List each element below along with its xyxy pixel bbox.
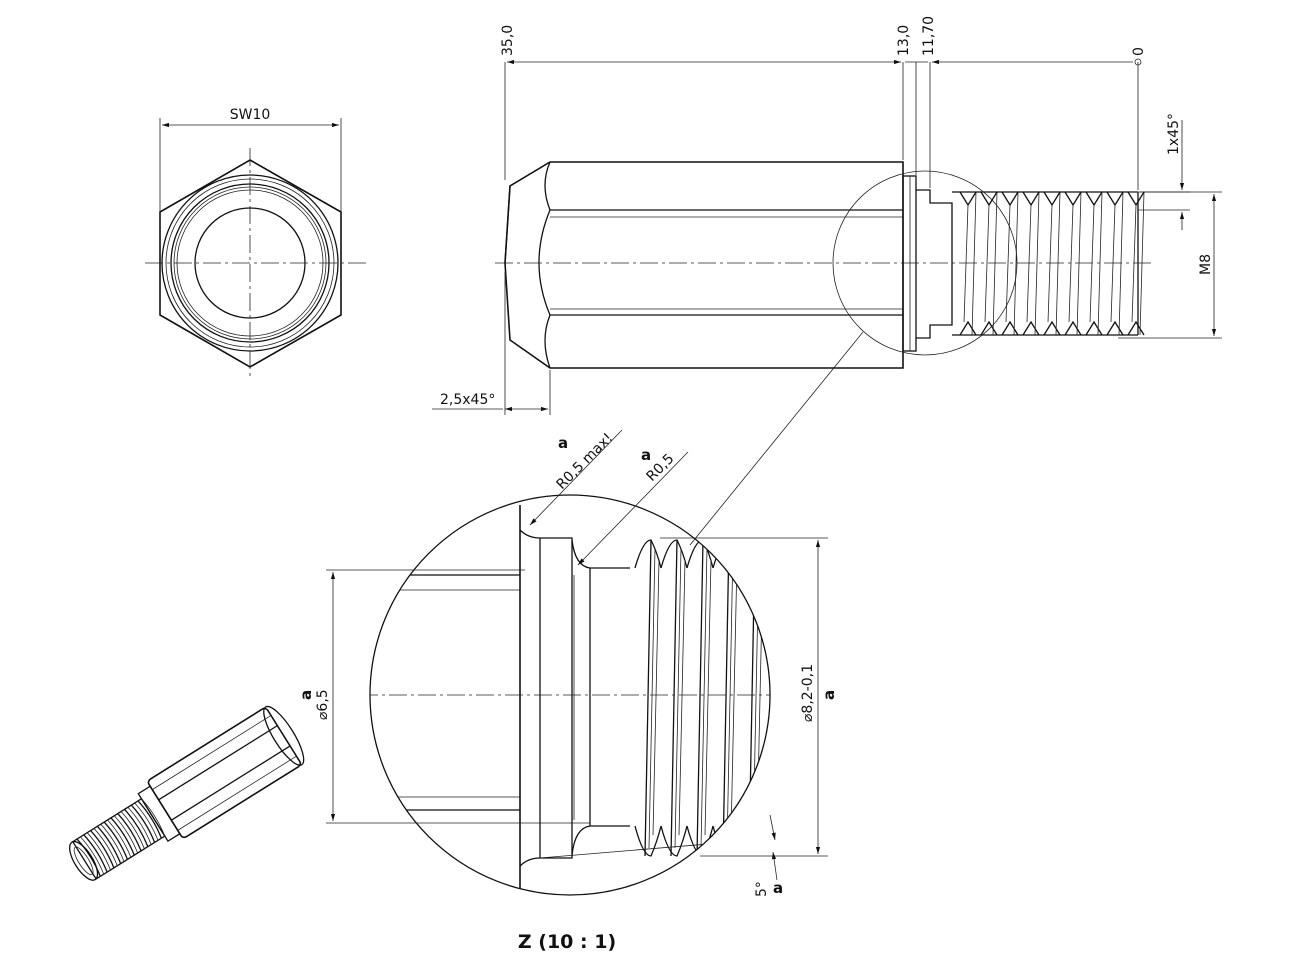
a-label-1: a bbox=[558, 434, 568, 452]
a-label-2: a bbox=[641, 446, 651, 464]
hex-body-outline bbox=[504, 161, 904, 369]
chamfer-1x45: 1x45° bbox=[1166, 113, 1182, 155]
a-label-3: a bbox=[297, 690, 315, 700]
thread-m8: M8 bbox=[1198, 254, 1214, 275]
detail-thread-profile bbox=[634, 539, 770, 857]
a-label-5: a bbox=[773, 879, 783, 897]
diameter-6-5: ⌀6,5 bbox=[315, 689, 331, 720]
isometric-view bbox=[69, 705, 305, 881]
side-view: 35,0 13,0 11,70 0 1x45° M8 2,5x45° bbox=[432, 16, 1222, 546]
dim-11-70: 11,70 bbox=[921, 16, 937, 56]
diameter-8-2: ⌀8,2-0,1 bbox=[800, 664, 816, 722]
angle-5: 5° bbox=[754, 881, 770, 897]
chamfer-2-5x45: 2,5x45° bbox=[440, 392, 495, 408]
a-label-4: a bbox=[820, 690, 838, 700]
sw10-label: SW10 bbox=[230, 107, 271, 123]
dim-35: 35,0 bbox=[500, 25, 516, 56]
dim-0: 0 bbox=[1131, 47, 1147, 56]
end-view: SW10 bbox=[145, 107, 370, 380]
thread-profile bbox=[959, 191, 1145, 336]
detail-marker-circle bbox=[832, 170, 1018, 356]
detail-view: a R0,5 max! a R0,5 a ⌀6,5 ⌀8,2-0,1 a 5° … bbox=[297, 429, 838, 953]
dim-13: 13,0 bbox=[896, 25, 912, 56]
detail-title: Z (10 : 1) bbox=[518, 931, 616, 953]
